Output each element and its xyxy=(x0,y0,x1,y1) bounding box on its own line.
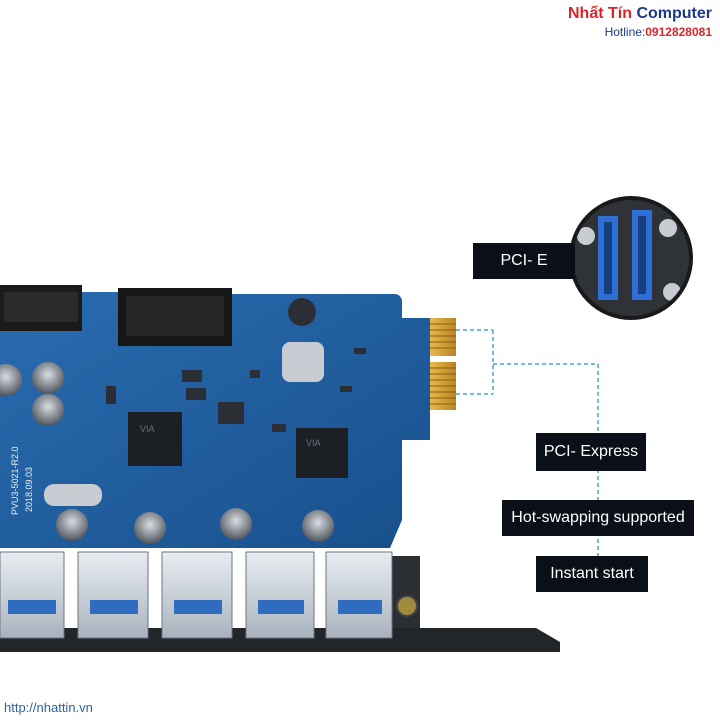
board-date-text: 2018.09.03 xyxy=(24,467,34,512)
instant-start-label-text: Instant start xyxy=(550,565,634,582)
connector-lines xyxy=(456,329,599,556)
hotline-number: 0912828081 xyxy=(645,25,712,39)
brand-hotline: Hotline:0912828081 xyxy=(568,24,712,40)
brand-name-part1: Nhất Tín xyxy=(567,5,632,22)
brand-name: Nhất Tín Computer xyxy=(568,4,712,24)
controller-chip-left xyxy=(128,412,182,466)
brand-header: Nhất Tín Computer Hotline:0912828081 xyxy=(568,4,712,40)
svg-text:VIA: VIA xyxy=(306,438,321,448)
capacitors xyxy=(0,362,334,544)
pcie-label-text: PCI- E xyxy=(500,252,548,269)
hot-swapping-label-text: Hot-swapping supported xyxy=(511,509,685,526)
pcie-slot-photo xyxy=(569,196,693,320)
pci-express-label-text: PCI- Express xyxy=(543,443,639,460)
pcie-label: PCI- E xyxy=(473,243,575,279)
instant-start-label: Instant start xyxy=(536,556,648,592)
brand-name-part2: Computer xyxy=(636,5,712,22)
usb-ports xyxy=(0,551,393,639)
board-model-text: PVU3-5021-R2.0 xyxy=(10,446,20,515)
crystal-oscillator-2 xyxy=(44,484,102,506)
svg-text:VIA: VIA xyxy=(140,424,155,434)
hotline-label: Hotline: xyxy=(604,25,646,39)
bracket-screw xyxy=(396,595,418,617)
watermark-url: http://nhattin.vn xyxy=(4,700,93,715)
hot-swapping-label: Hot-swapping supported xyxy=(502,500,694,536)
pci-express-label: PCI- Express xyxy=(536,433,646,471)
crystal-oscillator xyxy=(282,342,324,382)
controller-chip-right xyxy=(296,428,348,478)
